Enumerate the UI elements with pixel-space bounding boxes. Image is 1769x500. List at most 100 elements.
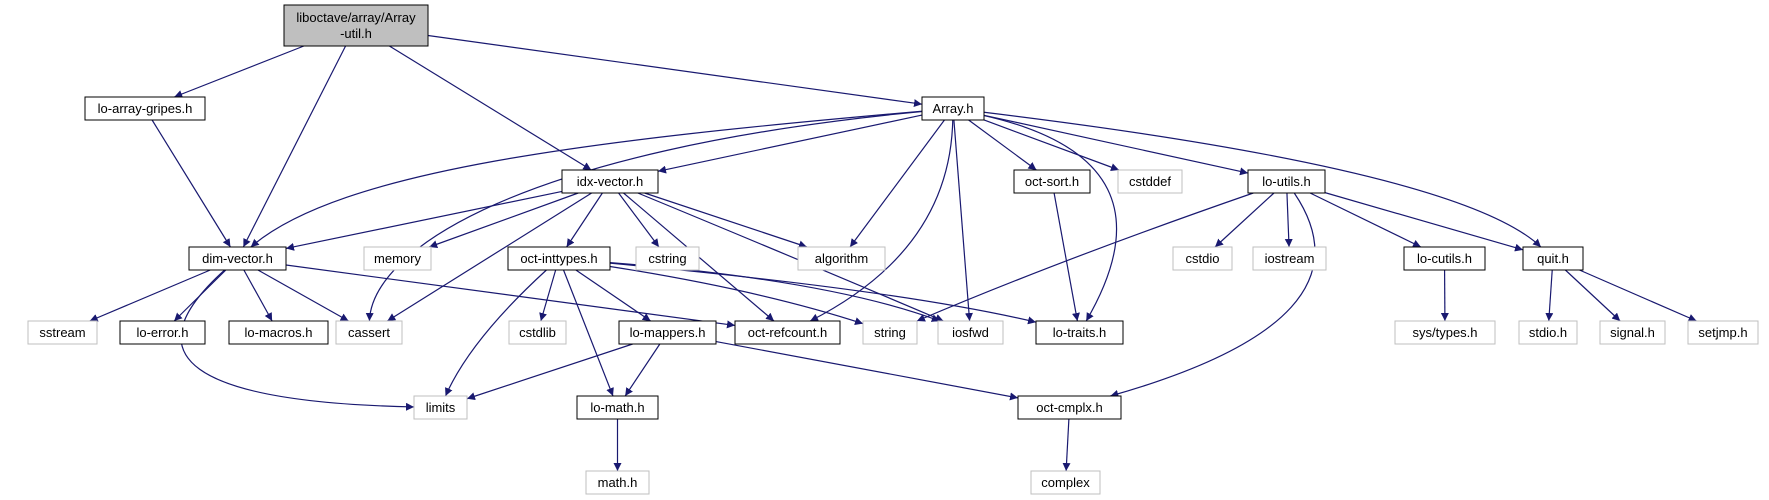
node-label-cstdio: cstdio [1186, 251, 1220, 266]
edge-root-to-array-h [427, 34, 923, 108]
edge-lo-utils-to-cstdio [1214, 192, 1275, 248]
node-limits: limits [413, 395, 468, 420]
node-label-lo-mappers: lo-mappers.h [630, 325, 706, 340]
node-cstdio: cstdio [1172, 246, 1233, 271]
node-box-oct-refcount [734, 320, 841, 345]
node-label-cassert: cassert [348, 325, 390, 340]
node-box-cstdio [1172, 246, 1233, 271]
node-box-complex [1030, 470, 1101, 495]
node-box-lo-traits [1035, 320, 1124, 345]
edge-array-h-to-dim-vector [250, 110, 923, 248]
edge-dim-vector-to-sstream [89, 269, 211, 322]
node-lo-macros[interactable]: lo-macros.h [228, 320, 329, 345]
node-idx-vector[interactable]: idx-vector.h [561, 169, 659, 194]
node-box-cstddef [1117, 169, 1183, 194]
edge-lo-utils-to-quit [1324, 192, 1524, 252]
node-cstring: cstring [635, 246, 700, 271]
node-box-cstdlib [508, 320, 567, 345]
header-nodes: liboctave/array/Array-util.h lo-array-gri… [27, 4, 1759, 495]
edge-array-h-to-quit [983, 111, 1542, 248]
node-box-array-h [921, 96, 985, 121]
node-label-oct-sort: oct-sort.h [1025, 174, 1079, 189]
node-label-string: string [874, 325, 906, 340]
node-box-lo-mappers [618, 320, 717, 345]
node-lo-traits[interactable]: lo-traits.h [1035, 320, 1124, 345]
edge-oct-inttypes-to-lo-math [562, 269, 614, 397]
node-oct-refcount[interactable]: oct-refcount.h [734, 320, 841, 345]
edge-oct-inttypes-to-cstdlib [539, 269, 557, 322]
node-label-lo-array-gripes: lo-array-gripes.h [98, 101, 193, 116]
edge-lo-array-gripes-to-dim-vector [151, 119, 231, 248]
edge-dim-vector-to-oct-refcount [285, 264, 736, 329]
edge-idx-vector-to-dim-vector [285, 190, 563, 251]
edge-array-h-to-iosfwd [953, 119, 973, 322]
edge-root-to-idx-vector [389, 45, 592, 171]
node-lo-math[interactable]: lo-math.h [576, 395, 659, 420]
node-label-dim-vector: dim-vector.h [202, 251, 273, 266]
edge-lo-utils-to-oct-cmplx [1110, 192, 1316, 398]
node-quit[interactable]: quit.h [1522, 246, 1584, 271]
node-box-sstream [27, 320, 98, 345]
edge-idx-vector-to-iosfwd [637, 192, 944, 322]
edge-oct-inttypes-to-lo-traits [609, 262, 1037, 325]
edge-dim-vector-to-cassert [257, 269, 349, 322]
dependency-edges [89, 34, 1697, 472]
node-box-lo-array-gripes [84, 96, 206, 121]
node-box-lo-error [119, 320, 206, 345]
node-lo-mappers[interactable]: lo-mappers.h [618, 320, 717, 345]
node-lo-error[interactable]: lo-error.h [119, 320, 206, 345]
node-cstddef: cstddef [1117, 169, 1183, 194]
node-label-array-h: Array.h [933, 101, 974, 116]
node-signal: signal.h [1599, 320, 1666, 345]
edge-idx-vector-to-memory [429, 192, 579, 249]
node-label-cstddef: cstddef [1129, 174, 1171, 189]
node-label-setjmp: setjmp.h [1698, 325, 1747, 340]
edge-idx-vector-to-algorithm [644, 192, 808, 249]
node-box-stdio [1518, 320, 1578, 345]
node-setjmp: setjmp.h [1687, 320, 1759, 345]
node-dim-vector[interactable]: dim-vector.h [188, 246, 287, 271]
edge-array-h-to-cassert [365, 110, 923, 322]
edge-oct-cmplx-to-complex [1062, 418, 1071, 472]
node-box-limits [413, 395, 468, 420]
edge-array-h-to-oct-sort [968, 119, 1037, 171]
node-oct-sort[interactable]: oct-sort.h [1013, 169, 1091, 194]
node-oct-cmplx[interactable]: oct-cmplx.h [1017, 395, 1122, 420]
node-label-complex: complex [1041, 475, 1090, 490]
edge-idx-vector-to-oct-inttypes [566, 192, 603, 248]
node-box-lo-utils [1247, 169, 1326, 194]
node-label-iosfwd: iosfwd [952, 325, 989, 340]
node-box-string [862, 320, 918, 345]
edge-lo-mappers-to-oct-cmplx [715, 340, 1019, 401]
node-sstream: sstream [27, 320, 98, 345]
node-cassert: cassert [335, 320, 403, 345]
node-box-cassert [335, 320, 403, 345]
node-lo-utils[interactable]: lo-utils.h [1247, 169, 1326, 194]
node-lo-array-gripes[interactable]: lo-array-gripes.h [84, 96, 206, 121]
node-iosfwd: iosfwd [937, 320, 1004, 345]
node-label-sstream: sstream [39, 325, 85, 340]
node-box-iosfwd [937, 320, 1004, 345]
node-label-cstdlib: cstdlib [519, 325, 556, 340]
edge-quit-to-stdio [1545, 269, 1554, 322]
node-box-quit [1522, 246, 1584, 271]
node-box-oct-sort [1013, 169, 1091, 194]
node-root[interactable]: liboctave/array/Array-util.h [283, 4, 429, 47]
node-box-algorithm [797, 246, 886, 271]
node-oct-inttypes[interactable]: oct-inttypes.h [507, 246, 611, 271]
edge-array-h-to-oct-refcount [809, 119, 954, 322]
edge-oct-inttypes-to-string [609, 265, 864, 325]
node-array-h[interactable]: Array.h [921, 96, 985, 121]
node-label-limits: limits [426, 400, 456, 415]
node-label-lo-traits: lo-traits.h [1053, 325, 1106, 340]
node-lo-cutils[interactable]: lo-cutils.h [1403, 246, 1486, 271]
edge-dim-vector-to-lo-macros [243, 269, 273, 322]
node-stdio: stdio.h [1518, 320, 1578, 345]
node-label-cstring: cstring [648, 251, 686, 266]
node-label-oct-refcount: oct-refcount.h [748, 325, 828, 340]
edge-array-h-to-idx-vector [657, 114, 923, 174]
edge-lo-utils-to-iostream [1284, 192, 1293, 248]
node-label-idx-vector: idx-vector.h [577, 174, 643, 189]
edge-root-to-dim-vector [242, 45, 347, 248]
